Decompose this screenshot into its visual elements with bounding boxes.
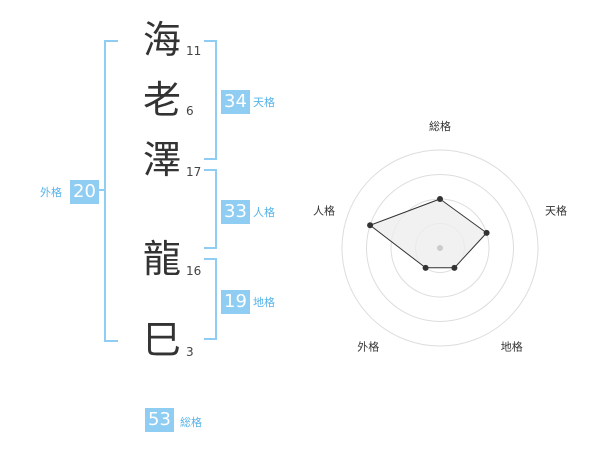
gaikaku-label: 外格 <box>40 186 62 199</box>
radar-axis-label-4: 外格 <box>357 340 379 354</box>
name-char-3: 澤 <box>142 138 181 182</box>
jinkaku-bracket <box>204 169 217 249</box>
stroke-count-1: 11 <box>186 44 202 58</box>
chikaku-label: 地格 <box>253 296 275 309</box>
radar-point-2 <box>483 229 490 236</box>
radar-series-area <box>369 198 488 269</box>
name-char-1: 海 <box>142 18 181 62</box>
soukaku-label: 総格 <box>180 416 202 429</box>
stroke-count-2: 6 <box>186 104 194 118</box>
stroke-count-5: 3 <box>186 345 194 359</box>
jinkaku-value: 33 <box>221 200 250 224</box>
gaikaku-connector <box>98 189 106 191</box>
radar-center-dot <box>437 245 443 251</box>
stroke-count-3: 17 <box>186 165 202 179</box>
radar-axis-label-2: 天格 <box>545 203 567 217</box>
gaikaku-bracket <box>104 40 118 342</box>
tenkaku-value: 34 <box>221 90 250 114</box>
radar-ring-3 <box>366 174 514 322</box>
chikaku-bracket <box>204 258 217 340</box>
name-char-2: 老 <box>142 78 181 122</box>
name-char-4: 龍 <box>142 237 181 281</box>
radar-point-1 <box>437 196 443 202</box>
radar-point-5 <box>367 222 374 229</box>
tenkaku-bracket <box>204 40 217 160</box>
radar-point-3 <box>451 264 458 271</box>
radar-axis-label-1: 総格 <box>429 119 451 133</box>
radar-axis-label-3: 地格 <box>501 340 523 354</box>
radar-axis-label-5: 人格 <box>313 203 335 217</box>
soukaku-value: 53 <box>145 408 174 432</box>
gaikaku-value: 20 <box>70 180 99 204</box>
jinkaku-label: 人格 <box>253 206 275 219</box>
stroke-count-4: 16 <box>186 264 202 278</box>
chikaku-value: 19 <box>221 290 250 314</box>
name-char-5: 巳 <box>142 318 181 362</box>
radar-ring-4 <box>341 149 539 347</box>
radar-point-4 <box>422 264 429 271</box>
tenkaku-label: 天格 <box>253 96 275 109</box>
